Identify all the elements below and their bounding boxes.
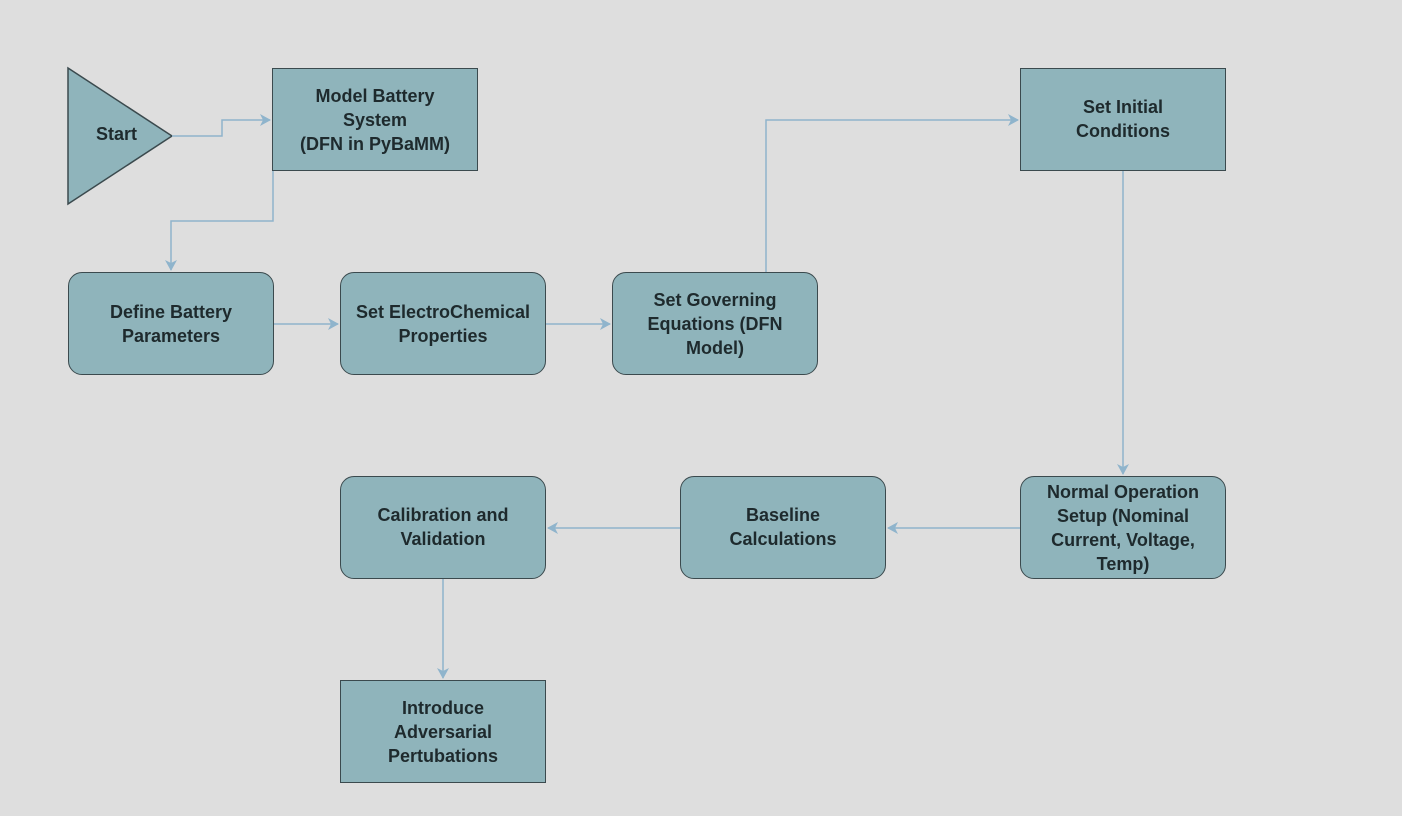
node-normal-operation-setup-label: Normal Operation Setup (Nominal Current,… [1046,481,1200,574]
node-set-governing-equations-label: Set Governing Equations (DFN Model) [647,289,783,358]
node-set-initial-conditions[interactable]: Set Initial Conditions [1020,68,1226,171]
node-set-initial-conditions-label: Set Initial Conditions [1076,97,1170,141]
node-introduce-adversarial-perturbations[interactable]: Introduce Adversarial Pertubations [340,680,546,783]
node-normal-operation-setup[interactable]: Normal Operation Setup (Nominal Current,… [1020,476,1226,579]
edge-start-to-model [172,114,271,137]
node-baseline-calculations[interactable]: Baseline Calculations [680,476,886,579]
node-baseline-calculations-label: Baseline Calculations [729,505,837,549]
edge-governing-to-initial [765,114,1019,272]
node-set-electrochemical-properties-label: Set ElectroChemical Properties [355,301,531,346]
node-define-battery-parameters[interactable]: Define Battery Parameters [68,272,274,375]
node-calibration-and-validation-label: Calibration and Validation [377,505,509,549]
start-label[interactable]: Start [96,124,138,144]
node-model-battery-system[interactable]: Model Battery System (DFN in PyBaMM) [272,68,478,171]
node-set-governing-equations[interactable]: Set Governing Equations (DFN Model) [612,272,818,375]
start-triangle[interactable] [67,66,174,206]
node-define-battery-parameters-label: Define Battery Parameters [109,301,233,346]
node-introduce-adversarial-perturbations-label: Introduce Adversarial Pertubations [387,697,498,766]
node-set-electrochemical-properties[interactable]: Set ElectroChemical Properties [340,272,546,375]
node-calibration-and-validation[interactable]: Calibration and Validation [340,476,546,579]
edge-model-to-define [165,170,274,271]
node-model-battery-system-label: Model Battery System (DFN in PyBaMM) [300,85,450,154]
